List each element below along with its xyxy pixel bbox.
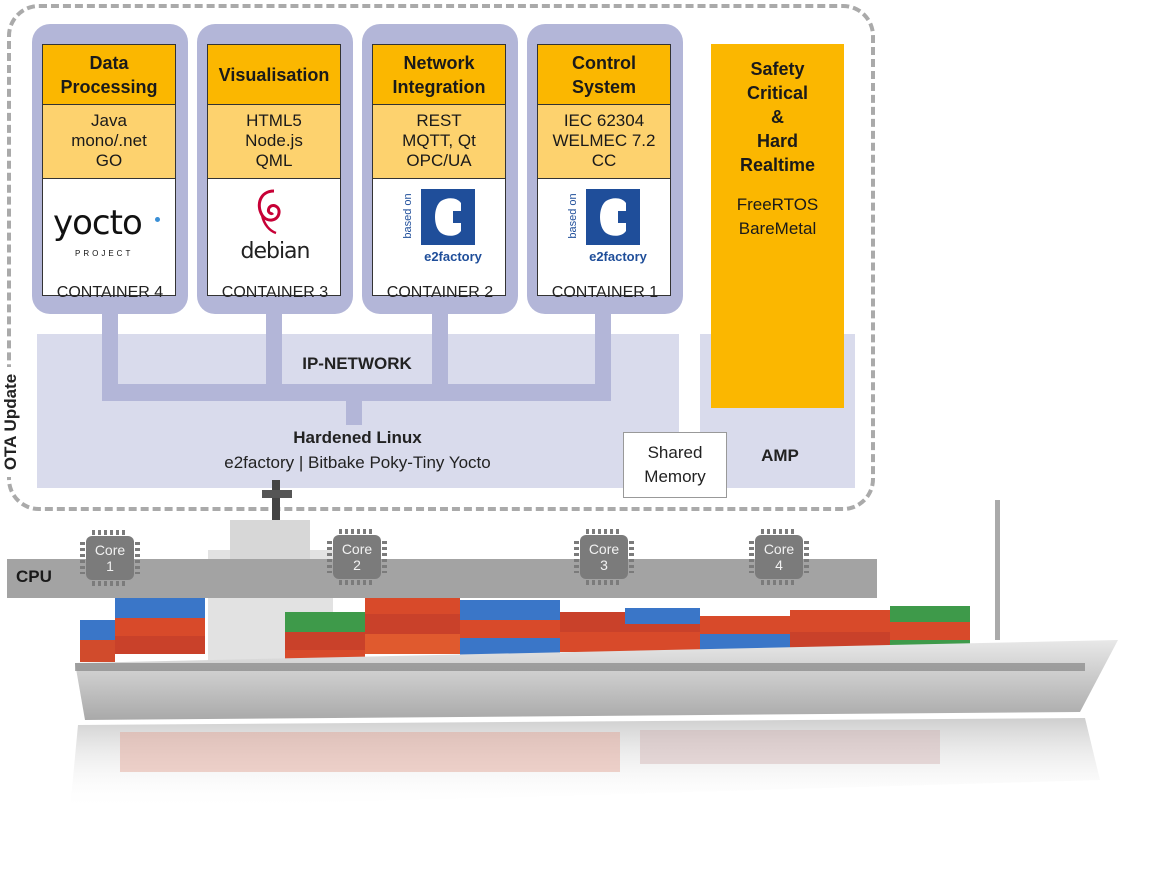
core-name: Core xyxy=(341,541,373,557)
e2factory-c-icon xyxy=(421,189,475,245)
container-1: Control System IEC 62304 WELMEC 7.2 CC b… xyxy=(527,24,683,314)
network-drop-linux xyxy=(346,399,362,425)
tech-item: GO xyxy=(95,151,123,170)
tech-item: mono/.net xyxy=(71,131,147,150)
container-1-tech: IEC 62304 WELMEC 7.2 CC xyxy=(537,105,671,179)
hardened-linux-subtitle: e2factory | Bitbake Poky-Tiny Yocto xyxy=(224,453,491,472)
tech-item: REST xyxy=(416,111,462,130)
cpu-bar xyxy=(7,559,877,598)
container-4-title: Data Processing xyxy=(42,44,176,105)
container-2: Network Integration REST MQTT, Qt OPC/UA… xyxy=(362,24,518,314)
cpu-core-3: Core 3 xyxy=(574,529,634,585)
debian-logo-text: debian xyxy=(240,239,310,264)
tech-item: OPC/UA xyxy=(406,151,472,170)
cpu-core-2: Core 2 xyxy=(327,529,387,585)
amp-label: AMP xyxy=(761,446,799,465)
tech-item: CC xyxy=(591,151,617,170)
container-1-stack: Control System IEC 62304 WELMEC 7.2 CC b… xyxy=(537,44,671,296)
ota-update-label: OTA Update xyxy=(0,367,23,477)
core-number: 2 xyxy=(353,557,361,573)
core-number: 1 xyxy=(106,558,114,574)
safety-os-list: FreeRTOS BareMetal xyxy=(711,193,844,241)
hardened-linux-title: Hardened Linux xyxy=(293,428,422,447)
e2factory-logo: based on e2factory xyxy=(537,179,671,296)
yocto-logo-subtext: PROJECT xyxy=(75,249,134,258)
safety-title-line: Realtime xyxy=(739,155,816,175)
tech-item: MQTT, Qt xyxy=(402,131,476,150)
container-3: Visualisation HTML5 Node.js QML debian C… xyxy=(197,24,353,314)
safety-title-line: & xyxy=(771,107,784,127)
yocto-logo-text: yocto xyxy=(53,203,143,243)
tech-item: WELMEC 7.2 xyxy=(552,131,656,150)
container-1-title: Control System xyxy=(537,44,671,105)
e2factory-logo-text: e2factory xyxy=(589,249,647,264)
e2factory-side-text: based on xyxy=(402,193,414,239)
e2factory-side-text: based on xyxy=(567,193,579,239)
core-number: 4 xyxy=(775,557,783,573)
debian-logo: debian xyxy=(207,179,341,296)
container-ship-image xyxy=(70,480,1118,810)
container-2-stack: Network Integration REST MQTT, Qt OPC/UA… xyxy=(372,44,506,296)
cpu-core-4: Core 4 xyxy=(749,529,809,585)
shared-memory-box: Shared Memory xyxy=(623,432,727,498)
core-name: Core xyxy=(588,541,620,557)
shared-memory-line: Memory xyxy=(644,467,706,486)
tech-item: IEC 62304 xyxy=(563,111,645,130)
container-4: Data Processing Java mono/.net GO yocto … xyxy=(32,24,188,314)
network-drop-c4 xyxy=(102,310,118,386)
os-item: BareMetal xyxy=(738,219,817,238)
e2factory-logo-text: e2factory xyxy=(424,249,482,264)
yocto-dot-icon xyxy=(155,217,160,222)
core-name: Core xyxy=(94,542,126,558)
container-3-title: Visualisation xyxy=(207,44,341,105)
network-drop-c1 xyxy=(595,310,611,386)
tech-item: HTML5 xyxy=(246,111,302,130)
shared-memory-line: Shared xyxy=(647,443,703,462)
container-3-tech: HTML5 Node.js QML xyxy=(207,105,341,179)
safety-critical-box: Safety Critical & Hard Realtime FreeRTOS… xyxy=(711,44,844,408)
ota-update-frame xyxy=(7,4,875,511)
container-2-label: CONTAINER 2 xyxy=(386,284,494,301)
container-4-label: CONTAINER 4 xyxy=(56,284,164,301)
safety-title-line: Hard xyxy=(756,131,798,151)
container-1-label: CONTAINER 1 xyxy=(551,284,659,301)
debian-swirl-icon xyxy=(257,189,281,235)
container-3-label: CONTAINER 3 xyxy=(221,284,329,301)
container-4-stack: Data Processing Java mono/.net GO yocto … xyxy=(42,44,176,296)
os-item: FreeRTOS xyxy=(736,195,819,214)
safety-title-line: Safety xyxy=(750,59,805,79)
network-drop-c2 xyxy=(432,310,448,386)
yocto-logo: yocto PROJECT xyxy=(42,179,176,296)
network-bus-line xyxy=(102,384,611,401)
e2factory-c-icon xyxy=(586,189,640,245)
ip-network-label: IP-NETWORK xyxy=(302,354,412,373)
cpu-label: CPU xyxy=(16,567,52,586)
tech-item: QML xyxy=(255,151,293,170)
network-drop-c3 xyxy=(266,310,282,386)
safety-title: Safety Critical & Hard Realtime xyxy=(711,57,844,177)
tech-item: Java xyxy=(91,111,127,130)
tech-item: Node.js xyxy=(245,131,303,150)
cpu-core-1: Core 1 xyxy=(80,530,140,586)
e2factory-logo: based on e2factory xyxy=(372,179,506,296)
container-3-stack: Visualisation HTML5 Node.js QML debian xyxy=(207,44,341,296)
container-2-tech: REST MQTT, Qt OPC/UA xyxy=(372,105,506,179)
core-name: Core xyxy=(763,541,795,557)
container-4-tech: Java mono/.net GO xyxy=(42,105,176,179)
container-2-title: Network Integration xyxy=(372,44,506,105)
safety-title-line: Critical xyxy=(746,83,809,103)
core-number: 3 xyxy=(600,557,608,573)
